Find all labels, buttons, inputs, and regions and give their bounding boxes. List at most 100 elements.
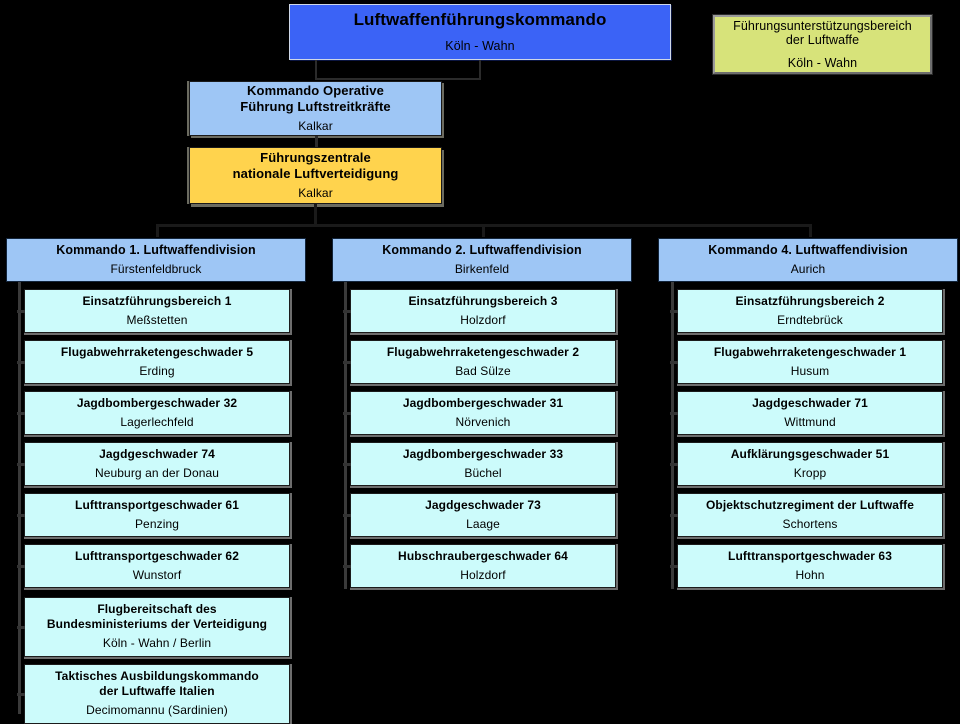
node-title-line2: der Luftwaffe xyxy=(785,33,860,48)
connector-stub xyxy=(17,565,25,568)
connector-trunk-vertical xyxy=(314,204,317,226)
unit-title: Objektschutzregiment der Luftwaffe xyxy=(705,497,915,512)
unit-location: Erndtebrück xyxy=(777,312,843,327)
node-location: Köln - Wahn xyxy=(787,55,858,70)
connector-hq-drop xyxy=(479,60,481,80)
node-fuehrungsunterstuetzungsbereich[interactable]: Führungsunterstützungsbereich der Luftwa… xyxy=(712,14,933,75)
unit-location: Husum xyxy=(790,363,830,378)
unit-box[interactable]: Einsatzführungsbereich 2 Erndtebrück xyxy=(670,289,943,333)
connector-division-4-drop xyxy=(809,224,812,237)
unit-box[interactable]: Einsatzführungsbereich 1 Meßstetten xyxy=(17,289,290,333)
unit-title: Jagdgeschwader 73 xyxy=(425,497,541,512)
connector-stub xyxy=(670,361,678,364)
connector-stub xyxy=(17,310,25,313)
unit-box[interactable]: Jagdgeschwader 71 Wittmund xyxy=(670,391,943,435)
node-division-1-header[interactable]: Kommando 1. Luftwaffendivision Fürstenfe… xyxy=(6,238,306,282)
unit-box[interactable]: Jagdbombergeschwader 31 Nörvenich xyxy=(343,391,616,435)
unit-title: Lufttransportgeschwader 62 xyxy=(75,548,239,563)
connector-stub xyxy=(17,463,25,466)
unit-title: Flugabwehrraketengeschwader 2 xyxy=(386,344,580,359)
unit-box[interactable]: Einsatzführungsbereich 3 Holzdorf xyxy=(343,289,616,333)
unit-title: Flugabwehrraketengeschwader 1 xyxy=(713,344,907,359)
unit-title: Einsatzführungsbereich 1 xyxy=(82,293,232,308)
unit-box[interactable]: Aufklärungsgeschwader 51 Kropp xyxy=(670,442,943,486)
unit-box[interactable]: Lufttransportgeschwader 62 Wunstorf xyxy=(17,544,290,588)
unit-box[interactable]: Flugbereitschaft des Bundesministeriums … xyxy=(17,597,290,657)
node-division-2-header[interactable]: Kommando 2. Luftwaffendivision Birkenfel… xyxy=(332,238,632,282)
node-title-line2: nationale Luftverteidigung xyxy=(232,165,399,181)
connector-operative-to-fuehrungszentrale xyxy=(315,136,318,148)
unit-box[interactable]: Lufttransportgeschwader 61 Penzing xyxy=(17,493,290,537)
connector-stub xyxy=(343,310,351,313)
unit-box[interactable]: Jagdbombergeschwader 32 Lagerlechfeld xyxy=(17,391,290,435)
unit-box[interactable]: Flugabwehrraketengeschwader 5 Erding xyxy=(17,340,290,384)
unit-title: Taktisches Ausbildungskommando xyxy=(55,669,259,684)
node-title-line1: Führungszentrale xyxy=(260,150,371,166)
unit-title: Flugabwehrraketengeschwader 5 xyxy=(60,344,254,359)
node-location: Kalkar xyxy=(298,118,333,133)
unit-location: Lagerlechfeld xyxy=(120,414,194,429)
node-title: Luftwaffenführungskommando xyxy=(353,10,607,30)
connector-stub xyxy=(670,310,678,313)
unit-title: Aufklärungsgeschwader 51 xyxy=(730,446,890,461)
unit-box[interactable]: Jagdgeschwader 74 Neuburg an der Donau xyxy=(17,442,290,486)
unit-box[interactable]: Lufttransportgeschwader 63 Hohn xyxy=(670,544,943,588)
unit-location: Bad Sülze xyxy=(455,363,511,378)
unit-location: Penzing xyxy=(134,516,180,531)
connector-stub xyxy=(343,565,351,568)
unit-title: Jagdbombergeschwader 32 xyxy=(76,395,238,410)
unit-location: Laage xyxy=(466,516,500,531)
node-title-line1: Kommando Operative xyxy=(247,83,384,99)
unit-location: Holzdorf xyxy=(460,312,506,327)
connector-stub xyxy=(670,463,678,466)
unit-location: Schortens xyxy=(782,516,838,531)
unit-title: Hubschraubergeschwader 64 xyxy=(398,548,568,563)
node-location: Kalkar xyxy=(298,185,333,200)
node-kommando-operative-fuehrung[interactable]: Kommando Operative Führung Luftstreitkrä… xyxy=(189,81,442,136)
connector-stub xyxy=(343,412,351,415)
node-title: Kommando 4. Luftwaffendivision xyxy=(708,242,908,257)
unit-box[interactable]: Flugabwehrraketengeschwader 1 Husum xyxy=(670,340,943,384)
unit-title: Einsatzführungsbereich 3 xyxy=(408,293,558,308)
unit-box[interactable]: Jagdgeschwader 73 Laage xyxy=(343,493,616,537)
connector-stub xyxy=(670,412,678,415)
connector-division-2-drop xyxy=(482,224,485,237)
spine-division-1 xyxy=(18,282,21,714)
spine-division-2 xyxy=(344,282,347,589)
unit-title: Lufttransportgeschwader 63 xyxy=(728,548,892,563)
unit-location: Meßstetten xyxy=(126,312,188,327)
spine-division-4 xyxy=(671,282,674,589)
node-fuehrungszentrale-nationale-luftverteidigung[interactable]: Führungszentrale nationale Luftverteidig… xyxy=(189,147,442,204)
connector-stub xyxy=(17,361,25,364)
node-location: Aurich xyxy=(790,262,826,277)
unit-box[interactable]: Flugabwehrraketengeschwader 2 Bad Sülze xyxy=(343,340,616,384)
connector-division-1-drop xyxy=(156,224,159,237)
unit-box[interactable]: Taktisches Ausbildungskommando der Luftw… xyxy=(17,664,290,724)
unit-box[interactable]: Jagdbombergeschwader 33 Büchel xyxy=(343,442,616,486)
unit-title: Jagdbombergeschwader 33 xyxy=(402,446,564,461)
unit-location: Neuburg an der Donau xyxy=(94,465,220,480)
node-division-4-header[interactable]: Kommando 4. Luftwaffendivision Aurich xyxy=(658,238,958,282)
node-location: Köln - Wahn xyxy=(445,39,515,54)
node-title: Kommando 1. Luftwaffendivision xyxy=(56,242,256,257)
unit-location: Hohn xyxy=(795,567,825,582)
unit-box[interactable]: Objektschutzregiment der Luftwaffe Schor… xyxy=(670,493,943,537)
connector-stub xyxy=(17,514,25,517)
unit-title: Jagdgeschwader 74 xyxy=(99,446,215,461)
connector-stub xyxy=(17,693,25,696)
unit-location: Decimomannu (Sardinien) xyxy=(86,702,228,717)
unit-location: Büchel xyxy=(464,465,502,480)
connector-hq-horizontal xyxy=(315,78,480,80)
unit-location: Erding xyxy=(139,363,175,378)
node-luftwaffenfuehrungskommando[interactable]: Luftwaffenführungskommando Köln - Wahn xyxy=(289,4,671,60)
connector-hq-vertical xyxy=(315,60,317,80)
node-location: Birkenfeld xyxy=(454,262,510,277)
unit-box[interactable]: Hubschraubergeschwader 64 Holzdorf xyxy=(343,544,616,588)
connector-stub xyxy=(670,565,678,568)
connector-stub xyxy=(17,412,25,415)
unit-title: Jagdbombergeschwader 31 xyxy=(402,395,564,410)
node-title: Kommando 2. Luftwaffendivision xyxy=(382,242,582,257)
node-title-line1: Führungsunterstützungsbereich xyxy=(733,18,912,33)
node-location: Fürstenfeldbruck xyxy=(110,262,202,277)
